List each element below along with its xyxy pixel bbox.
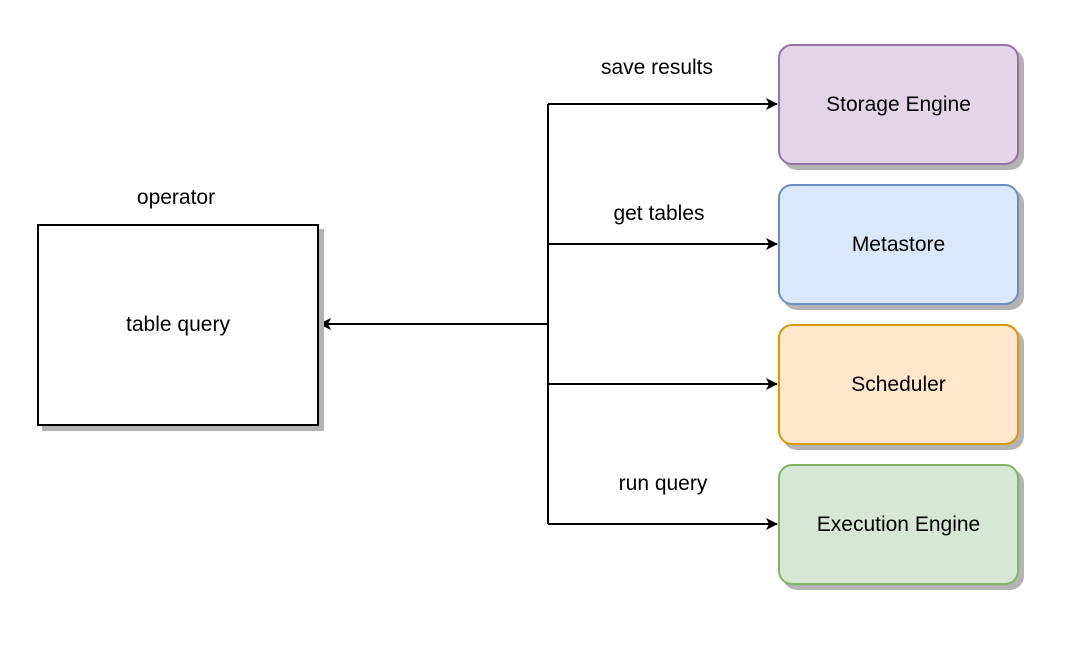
operator-box-label: table query: [126, 313, 230, 336]
operator-title: operator: [136, 186, 216, 209]
execution-engine-node: Execution Engine: [778, 464, 1019, 585]
scheduler-label: Scheduler: [851, 372, 946, 396]
storage-engine-node: Storage Engine: [778, 44, 1019, 165]
edge-label-get-tables: get tables: [613, 202, 705, 225]
metastore-node: Metastore: [778, 184, 1019, 305]
scheduler-node: Scheduler: [778, 324, 1019, 445]
execution-engine-label: Execution Engine: [816, 512, 981, 536]
operator-box: table query: [37, 224, 319, 426]
metastore-label: Metastore: [851, 232, 946, 256]
storage-engine-label: Storage Engine: [826, 92, 971, 116]
edge-label-save-results: save results: [600, 56, 714, 79]
edge-label-run-query: run query: [618, 472, 708, 495]
